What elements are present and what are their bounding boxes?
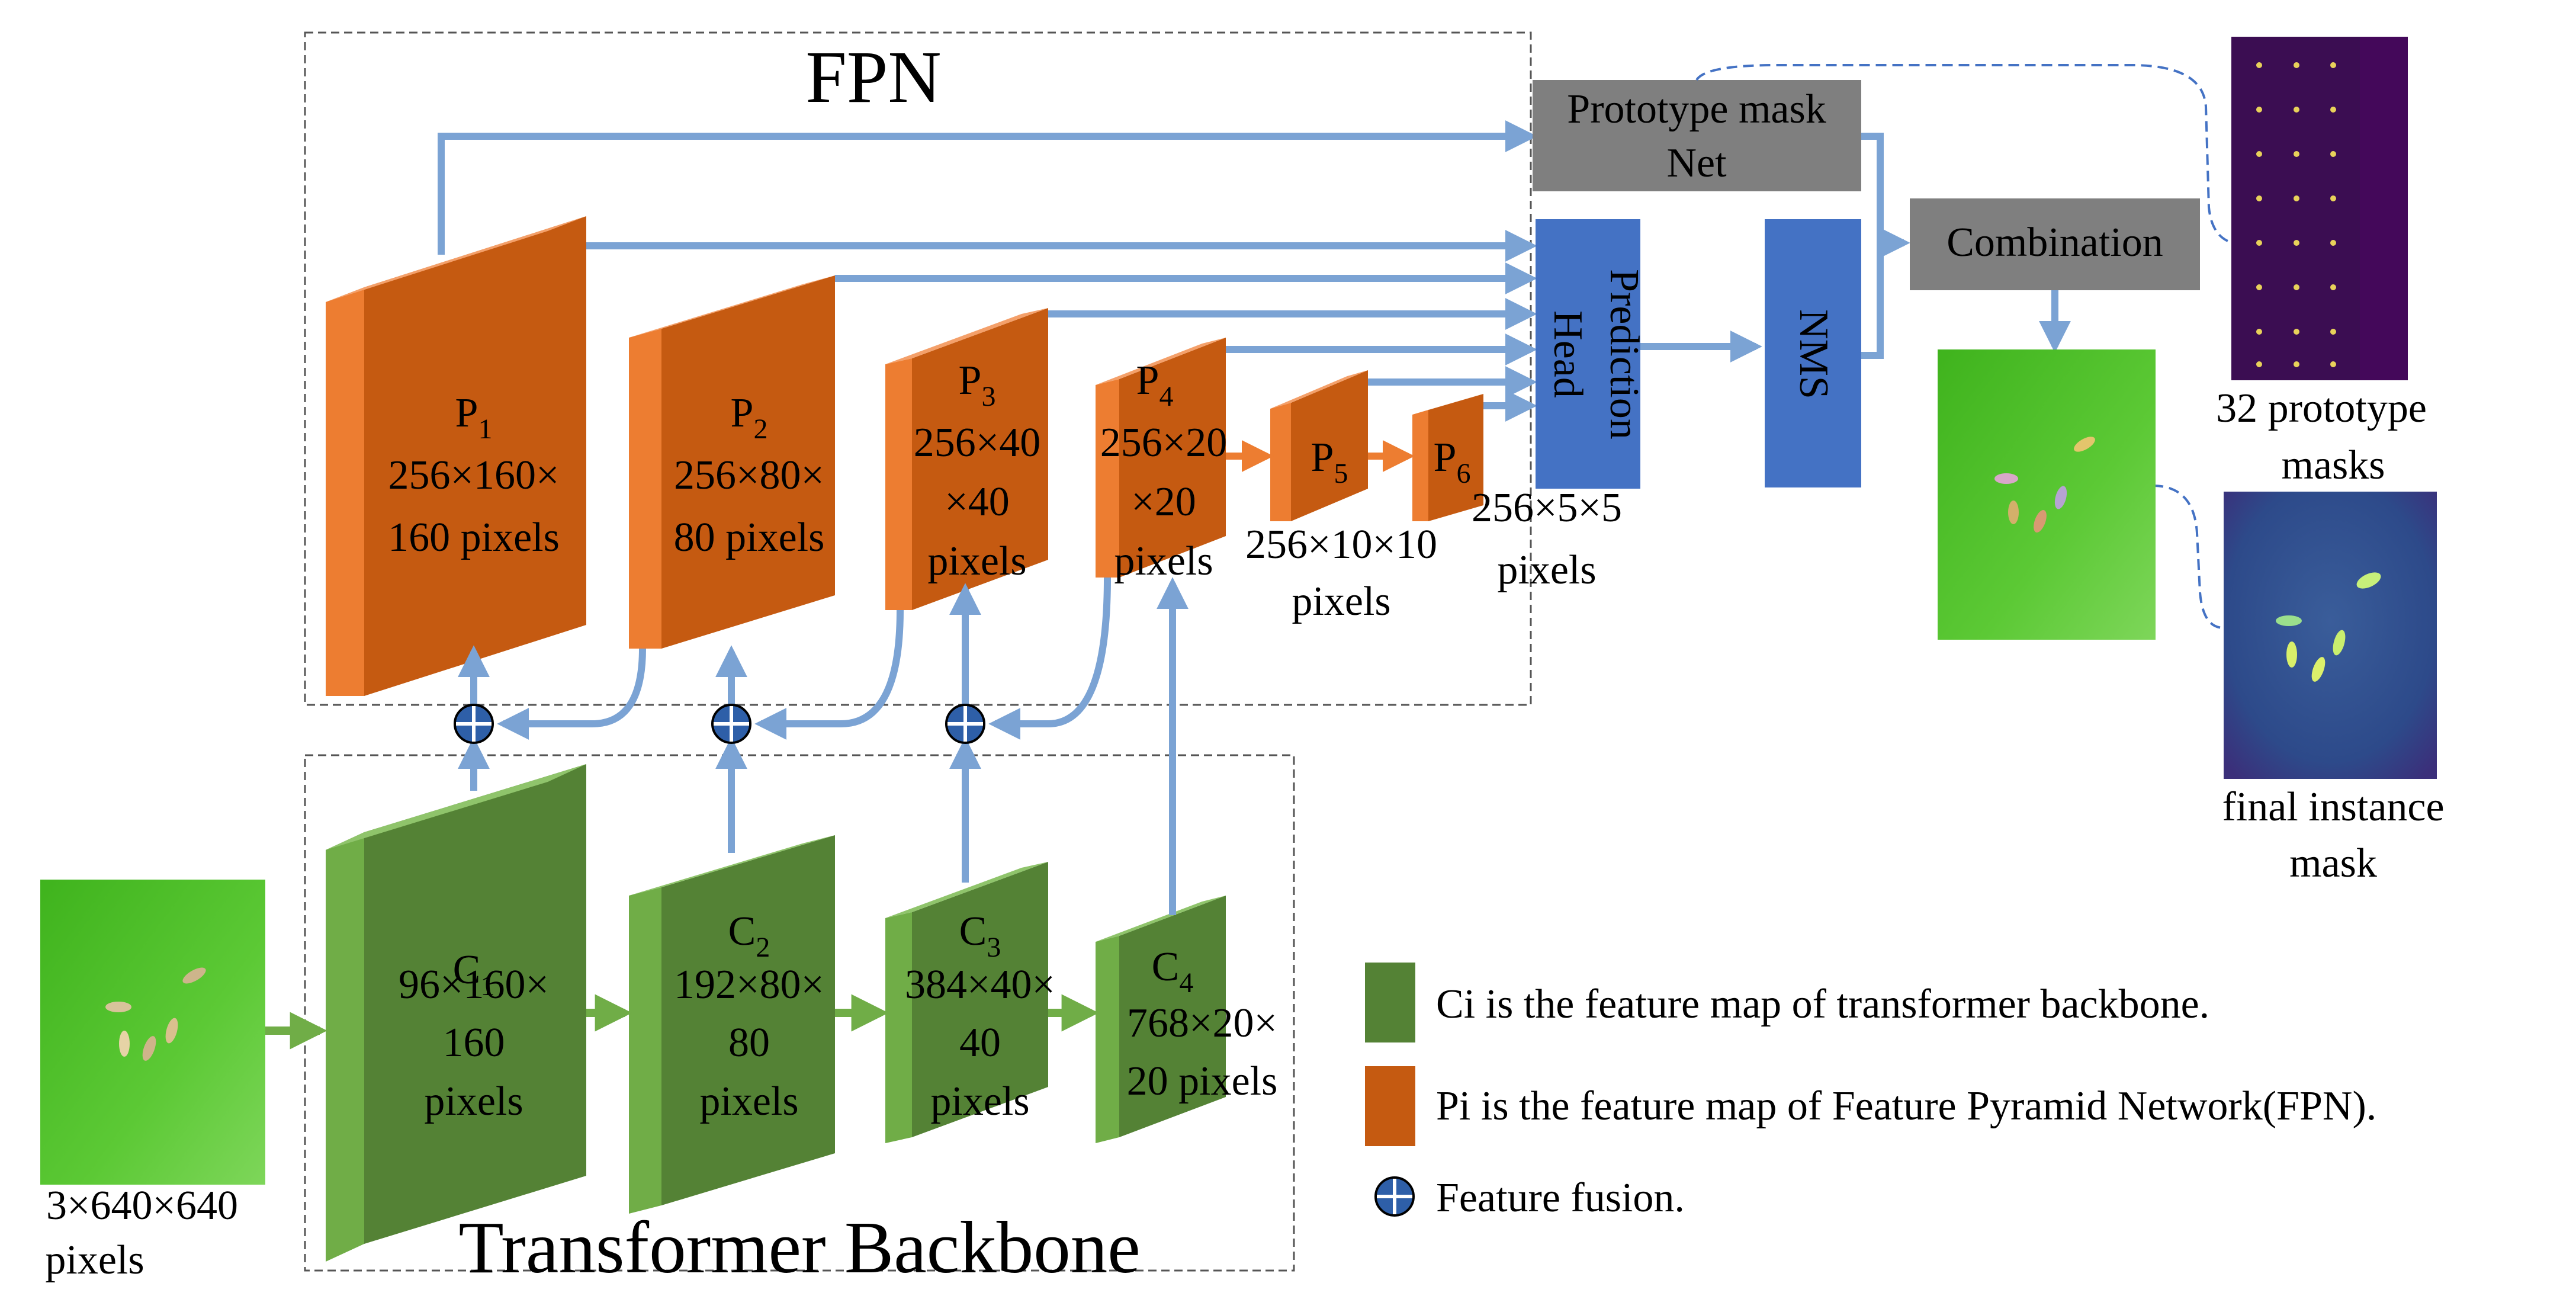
p2-name: P2 — [731, 390, 768, 445]
p3-line1: 256×40 — [914, 420, 1040, 466]
feature-map-p4 — [1096, 338, 1226, 578]
dashed-connectors — [1695, 64, 2233, 629]
backbone-title: Transformer Backbone — [458, 1207, 1140, 1289]
fusion-node-1 — [454, 704, 494, 744]
c3-line2: 40 — [959, 1020, 1001, 1066]
prediction-head: Prediction Head — [1536, 219, 1647, 489]
c1-line1: 96×160× — [399, 962, 549, 1008]
c3-name: C3 — [959, 909, 1001, 963]
result-image — [1938, 349, 2156, 640]
prototype-caption-1: 32 prototype — [2216, 386, 2427, 431]
feature-map-p2 — [629, 275, 835, 649]
prototype-mask-net: Prototype mask Net — [1533, 80, 1861, 191]
c2-line1: 192×80× — [674, 962, 824, 1008]
svg-text:Head: Head — [1545, 310, 1591, 398]
svg-text:Prototype mask: Prototype mask — [1567, 86, 1826, 132]
p3-name: P3 — [959, 358, 996, 412]
p2-line1: 256×80× — [674, 453, 824, 498]
svg-text:NMS: NMS — [1791, 309, 1836, 399]
p4-line3: pixels — [1114, 538, 1213, 584]
p5-line1: 256×10×10 — [1245, 522, 1437, 567]
legend: Ci is the feature map of transformer bac… — [1365, 963, 2376, 1221]
head-input-arrows — [438, 120, 2071, 422]
c1-line2: 160 — [443, 1020, 505, 1066]
c4-name: C4 — [1152, 944, 1194, 999]
c3-line3: pixels — [930, 1079, 1029, 1124]
feature-map-c1 — [326, 764, 586, 1262]
final-instance-mask — [2224, 492, 2437, 779]
fusion-node-2 — [711, 704, 751, 744]
legend-orange-swatch — [1365, 1066, 1415, 1146]
final-caption-1: final instance — [2222, 784, 2444, 830]
feature-map-p6 — [1412, 394, 1483, 521]
input-image — [40, 880, 265, 1185]
p5-line2: pixels — [1292, 579, 1390, 624]
p6-line2: pixels — [1497, 547, 1596, 593]
prototype-caption-2: masks — [2282, 442, 2385, 488]
feature-map-c3 — [885, 862, 1048, 1143]
svg-text:Combination: Combination — [1947, 220, 2163, 265]
p4-line1: 256×20 — [1100, 420, 1227, 466]
c2-name: C2 — [728, 909, 770, 963]
c4-line2: 20 pixels — [1127, 1058, 1278, 1104]
p6-name: P6 — [1434, 435, 1471, 489]
p6-line1: 256×5×5 — [1472, 485, 1622, 531]
p1-line2: 160 pixels — [388, 515, 560, 560]
prototype-masks-grid — [2231, 37, 2408, 380]
p4-name: P4 — [1136, 358, 1174, 412]
p3-line3: pixels — [927, 538, 1026, 584]
p3-line2: ×40 — [945, 479, 1009, 525]
c4-line1: 768×20× — [1127, 1000, 1277, 1046]
c1-line3: pixels — [424, 1079, 523, 1124]
topdown-arrows — [497, 577, 1111, 740]
svg-text:Prediction: Prediction — [1601, 269, 1647, 440]
c2-line2: 80 — [728, 1020, 770, 1066]
p5-name: P5 — [1311, 435, 1348, 489]
p4-line2: ×20 — [1131, 479, 1196, 525]
legend-green-text: Ci is the feature map of transformer bac… — [1436, 981, 2209, 1027]
feature-map-p1 — [326, 216, 586, 696]
feature-map-c4 — [1096, 896, 1226, 1143]
backbone-forward-arrows — [265, 994, 1099, 1050]
p2-line2: 80 pixels — [674, 515, 825, 560]
feature-map-p3 — [885, 308, 1048, 610]
legend-orange-text: Pi is the feature map of Feature Pyramid… — [1436, 1083, 2376, 1129]
p1-name: P1 — [455, 390, 493, 445]
feature-map-c2 — [629, 835, 835, 1214]
legend-green-swatch — [1365, 963, 1415, 1042]
nms-block: NMS — [1765, 219, 1861, 487]
feature-map-p5 — [1270, 370, 1368, 521]
svg-text:Net: Net — [1666, 140, 1727, 186]
input-unit: pixels — [45, 1237, 144, 1283]
input-dims: 3×640×640 — [46, 1183, 238, 1228]
fpn-group-box — [304, 31, 1532, 706]
legend-fusion-icon — [1374, 1176, 1415, 1217]
final-caption-2: mask — [2289, 841, 2377, 886]
fpn-title: FPN — [805, 37, 941, 118]
c2-line3: pixels — [699, 1079, 798, 1124]
lateral-arrows — [458, 577, 1189, 915]
fusion-node-3 — [945, 704, 985, 744]
c1-name: C1 — [453, 947, 495, 1002]
c3-line1: 384×40× — [905, 962, 1055, 1008]
legend-fusion-text: Feature fusion. — [1436, 1175, 1685, 1221]
combination-block: Combination — [1910, 198, 2200, 290]
p1-line1: 256×160× — [388, 453, 560, 498]
